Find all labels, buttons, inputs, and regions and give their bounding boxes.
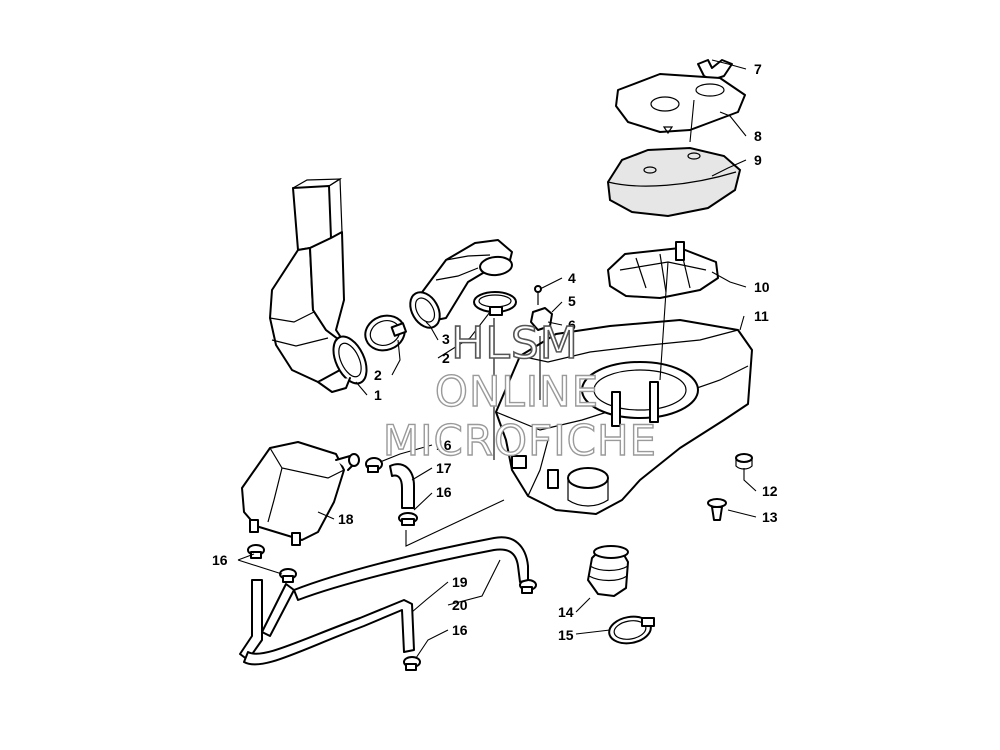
callout-16-bottom: 16 xyxy=(452,622,468,638)
small-clamp-part-b[interactable] xyxy=(398,512,418,526)
outlet-clamp-part[interactable] xyxy=(607,614,655,647)
watermark-line-1: HLSM xyxy=(451,318,579,369)
callout-6: 6 xyxy=(568,317,576,333)
callout-18: 18 xyxy=(338,511,354,527)
leader-lines xyxy=(237,59,757,659)
callout-8: 8 xyxy=(754,128,762,144)
foam-filter-part[interactable] xyxy=(606,146,742,218)
callout-11: 11 xyxy=(754,308,769,324)
callout-labels: 1 2 2 3 4 5 6 7 8 9 10 11 12 13 14 15 16… xyxy=(212,61,778,643)
small-clamp-part-f[interactable] xyxy=(403,656,421,671)
small-clamp-part-c[interactable] xyxy=(247,544,265,559)
elbow-hose-part[interactable] xyxy=(389,463,415,509)
small-clamp-part-d[interactable] xyxy=(279,568,297,583)
grommet-part-2[interactable] xyxy=(735,453,753,470)
callout-5: 5 xyxy=(568,293,576,309)
callout-16-top: 16 xyxy=(436,437,452,453)
callout-10: 10 xyxy=(754,279,770,295)
watermark: HLSM ONLINE MICROFICHE xyxy=(382,317,657,466)
callout-9: 9 xyxy=(754,152,762,168)
hose-clamp-part[interactable] xyxy=(360,310,409,356)
watermark-line-3: MICROFICHE xyxy=(383,416,657,465)
breather-reservoir-part[interactable] xyxy=(241,441,360,546)
callout-2: 2 xyxy=(374,367,382,383)
callout-16-mid: 16 xyxy=(436,484,452,500)
bracket-part[interactable] xyxy=(530,307,553,331)
outlet-boot-part[interactable] xyxy=(587,545,629,597)
callout-3: 3 xyxy=(442,331,450,347)
callout-17: 17 xyxy=(436,460,452,476)
small-clamp-part-a[interactable] xyxy=(365,457,383,473)
callout-7: 7 xyxy=(754,61,762,77)
callout-1: 1 xyxy=(374,387,382,403)
airbox-part[interactable] xyxy=(495,319,753,515)
callout-19: 19 xyxy=(452,574,468,590)
callout-13: 13 xyxy=(762,509,778,525)
airbox-cover-part[interactable] xyxy=(615,73,746,135)
breather-hose-part[interactable] xyxy=(239,536,529,666)
callout-16-left: 16 xyxy=(212,552,228,568)
callout-20: 20 xyxy=(452,597,468,613)
intake-boot-part[interactable] xyxy=(404,239,513,333)
hose-clamp-part-2[interactable] xyxy=(473,291,517,316)
callout-15: 15 xyxy=(558,627,574,643)
watermark-line-2: ONLINE xyxy=(435,367,599,416)
callout-2-right: 2 xyxy=(442,350,450,366)
filter-cage-part[interactable] xyxy=(607,241,719,299)
intake-tube-part[interactable] xyxy=(269,177,373,393)
callout-12: 12 xyxy=(762,483,778,499)
push-rivet-part[interactable] xyxy=(707,498,727,521)
callout-4: 4 xyxy=(568,270,576,286)
callout-14: 14 xyxy=(558,604,574,620)
